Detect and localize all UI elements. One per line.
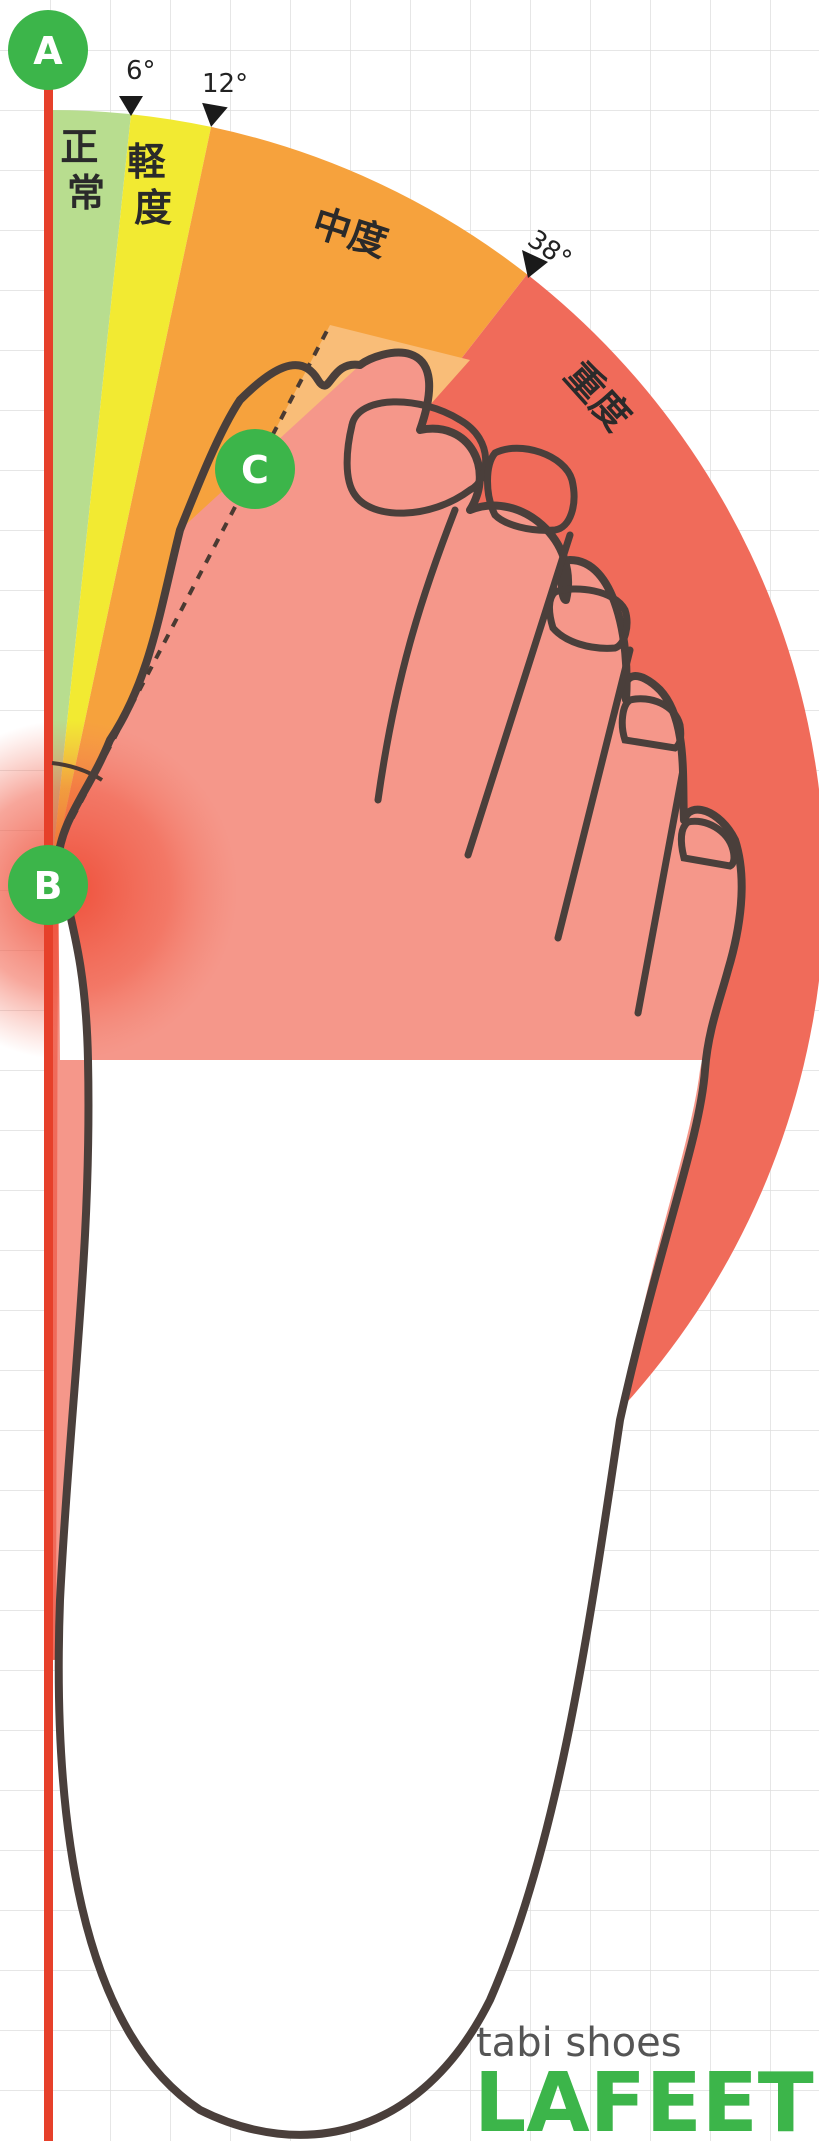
svg-text:C: C: [241, 448, 269, 492]
point-b-marker: B: [8, 845, 88, 925]
point-c-marker: C: [215, 429, 295, 509]
axis-line-ab: [44, 45, 53, 2141]
svg-text:B: B: [34, 864, 63, 908]
angle-label-6: 6°: [126, 56, 156, 86]
angle-label-12: 12°: [202, 69, 248, 99]
brand-logo: LAFEET: [474, 2056, 814, 2141]
svg-text:A: A: [33, 29, 63, 73]
point-a-marker: A: [8, 10, 88, 90]
